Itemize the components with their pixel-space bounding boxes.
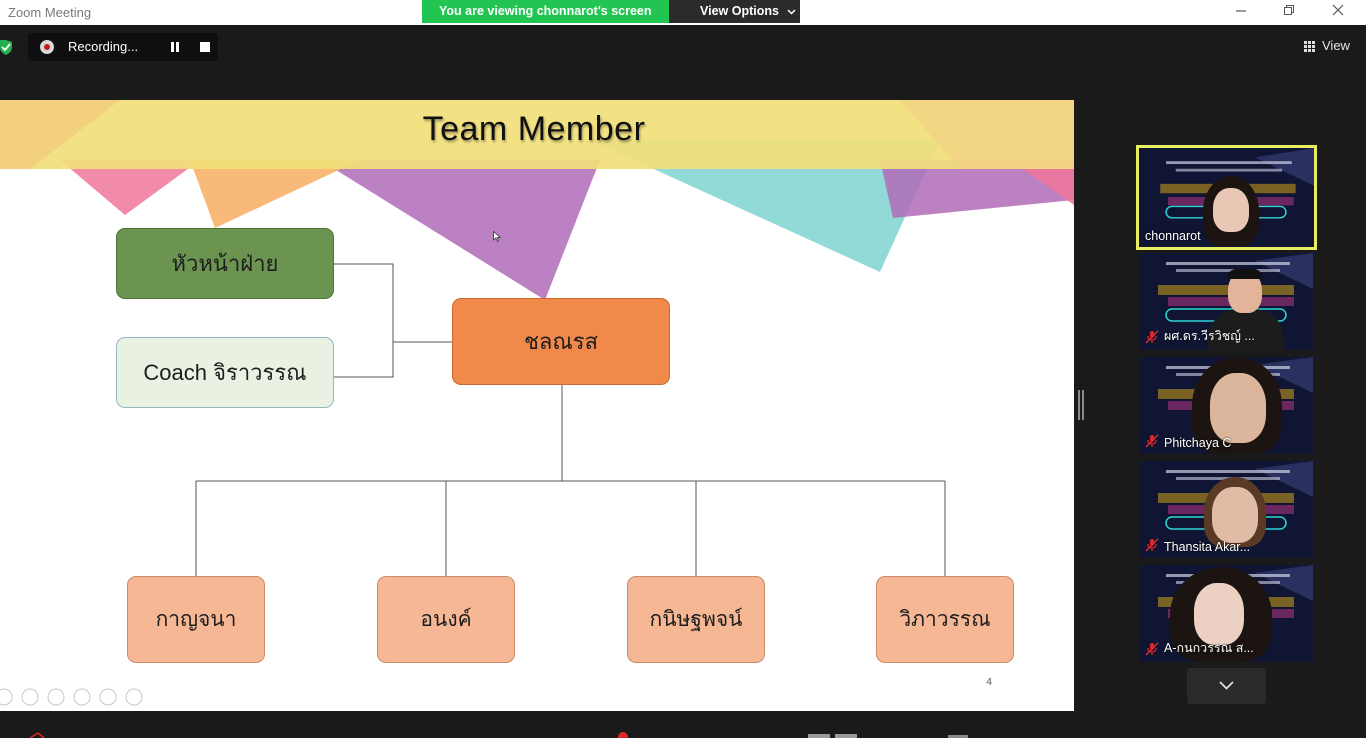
minimize-icon <box>1236 10 1246 12</box>
chevron-down-icon <box>787 9 796 15</box>
org-box-coach: Coach จิราวรรณ <box>116 337 334 408</box>
org-box-member: วิภาวรรณ <box>876 576 1014 663</box>
grid-icon <box>1304 41 1315 52</box>
restore-icon <box>1284 5 1294 15</box>
view-options-label: View Options <box>700 4 779 18</box>
org-box-member: อนงค์ <box>377 576 515 663</box>
participant-tile[interactable]: Phitchaya C <box>1140 357 1313 454</box>
org-box-leader: ชลณรส <box>452 298 670 385</box>
viewing-banner: You are viewing chonnarot's screen View … <box>422 0 800 23</box>
slide-page-number: 4 <box>986 677 993 688</box>
shared-screen-slide: Team Member หัวหน้าฝ่าย Coach จิราวรรณ ช… <box>0 100 1074 711</box>
close-icon <box>1332 4 1344 16</box>
participant-name: Phitchaya C <box>1164 436 1232 450</box>
shield-icon[interactable] <box>0 40 13 55</box>
mic-off-icon <box>1145 330 1159 344</box>
chevron-down-icon <box>1219 681 1234 690</box>
mic-off-icon <box>1145 538 1159 552</box>
minimize-button[interactable] <box>1231 2 1251 22</box>
viewing-screen-label: You are viewing chonnarot's screen <box>422 0 669 23</box>
participant-tile[interactable]: A-กนกวรรณ ส... <box>1140 565 1313 662</box>
view-options-button[interactable]: View Options <box>669 0 800 23</box>
org-box-member: กาญจนา <box>127 576 265 663</box>
slide-title: Team Member <box>422 110 646 148</box>
participant-face <box>1213 188 1249 232</box>
pause-icon-bar <box>176 42 179 52</box>
panel-resize-handle[interactable] <box>1078 390 1084 420</box>
restore-button[interactable] <box>1279 2 1299 22</box>
participant-tile[interactable]: chonnarot <box>1136 145 1317 250</box>
close-button[interactable] <box>1328 2 1348 22</box>
org-chart-connectors <box>195 263 946 576</box>
mic-off-icon <box>1145 434 1159 448</box>
participant-tile[interactable]: ผศ.ดร.วีรวิชญ์ ... <box>1140 253 1313 350</box>
participant-tile[interactable]: Thansita Akar... <box>1140 461 1313 558</box>
org-box-head: หัวหน้าฝ่าย <box>116 228 334 299</box>
participant-hair <box>1228 269 1262 279</box>
recording-status: Recording... <box>68 39 139 54</box>
slideshow-toolbar[interactable] <box>0 687 150 707</box>
org-box-member: กนิษฐพจน์ <box>627 576 765 663</box>
participant-name: chonnarot <box>1145 229 1201 243</box>
gallery-next-page-button[interactable] <box>1187 668 1266 704</box>
title-bar: Zoom Meeting You are viewing chonnarot's… <box>0 0 1366 25</box>
participant-name: Thansita Akar... <box>1164 540 1251 554</box>
recording-dot-icon <box>40 40 54 54</box>
view-button[interactable]: View <box>1300 37 1356 57</box>
mouse-cursor-icon <box>493 231 501 242</box>
pause-icon <box>171 42 174 52</box>
recording-bar: Recording... <box>28 33 218 61</box>
view-label: View <box>1322 38 1350 53</box>
slide-decoration <box>0 100 1074 300</box>
participant-face <box>1194 583 1244 645</box>
pause-recording-button[interactable] <box>169 42 181 53</box>
stop-recording-button[interactable] <box>200 42 210 52</box>
participant-face <box>1212 487 1258 543</box>
participant-body <box>1208 309 1284 350</box>
participant-name: ผศ.ดร.วีรวิชญ์ ... <box>1164 329 1255 343</box>
window-title: Zoom Meeting <box>8 5 92 20</box>
participant-name: A-กนกวรรณ ส... <box>1164 641 1254 655</box>
mic-off-icon <box>1145 642 1159 656</box>
participant-face <box>1210 373 1266 443</box>
meeting-toolbar-edge <box>29 732 968 738</box>
